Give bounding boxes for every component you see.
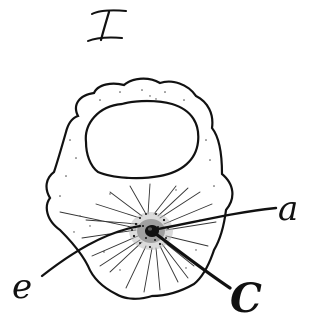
label-e: e: [12, 267, 32, 307]
figure-numeral: I: [0, 0, 126, 41]
label-c: C: [230, 275, 262, 321]
label-a: a: [278, 189, 298, 229]
central-core: [129, 212, 173, 250]
inner-cavity: [86, 101, 198, 178]
